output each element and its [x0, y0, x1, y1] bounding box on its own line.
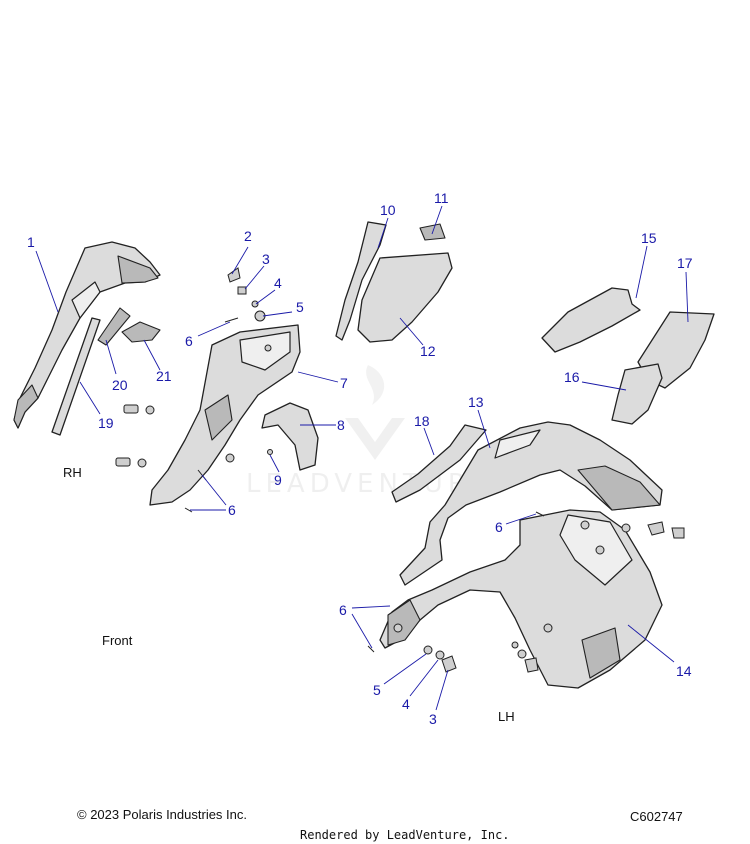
- part-19-rh-strip: [51, 317, 101, 436]
- part-18-strip: [391, 424, 487, 503]
- lh-label: LH: [498, 709, 515, 724]
- callout-6-lh-upper[interactable]: 6: [495, 519, 503, 535]
- part-14-lh-inner-panel: [379, 509, 663, 689]
- callout-20[interactable]: 20: [112, 377, 128, 393]
- lh-hardware: [367, 511, 685, 673]
- part-20-rh-pad: [97, 307, 131, 346]
- callout-5-lh[interactable]: 5: [373, 682, 381, 698]
- part-12-trim-panel: [357, 252, 453, 343]
- callout-2[interactable]: 2: [244, 228, 252, 244]
- callout-labels: 1 2 3 4 5 6 7 8 9 6 10 11 12 15 17 16 13…: [27, 190, 693, 727]
- callout-12[interactable]: 12: [420, 343, 436, 359]
- callout-6-rh-lower[interactable]: 6: [228, 502, 236, 518]
- callout-3-lh[interactable]: 3: [429, 711, 437, 727]
- callout-8[interactable]: 8: [337, 417, 345, 433]
- callout-9[interactable]: 9: [274, 472, 282, 488]
- rendered-by-text: Rendered by LeadVenture, Inc.: [300, 828, 510, 842]
- callout-16[interactable]: 16: [564, 369, 580, 385]
- callout-17[interactable]: 17: [677, 255, 693, 271]
- callout-13[interactable]: 13: [468, 394, 484, 410]
- part-21-rh-pad: [121, 321, 161, 343]
- callout-18[interactable]: 18: [414, 413, 430, 429]
- copyright-text: © 2023 Polaris Industries Inc.: [77, 807, 247, 822]
- callout-15[interactable]: 15: [641, 230, 657, 246]
- callout-3[interactable]: 3: [262, 251, 270, 267]
- part-16-pad: [611, 363, 663, 425]
- front-label: Front: [102, 633, 133, 648]
- part-9-clip: [267, 449, 273, 455]
- part-1-rh-fender: [13, 241, 161, 429]
- callout-10[interactable]: 10: [380, 202, 396, 218]
- callout-21[interactable]: 21: [156, 368, 172, 384]
- callout-11[interactable]: 11: [434, 190, 449, 206]
- part-13-lh-fender: [399, 421, 663, 586]
- leadventure-watermark: LEADVENTURE: [246, 365, 492, 499]
- rh-label: RH: [63, 465, 82, 480]
- rh-hardware: [115, 267, 266, 513]
- callout-14[interactable]: 14: [676, 663, 692, 679]
- svg-text:LEADVENTURE: LEADVENTURE: [246, 469, 492, 499]
- callout-4-lh[interactable]: 4: [402, 696, 410, 712]
- part-8-deflector: [261, 402, 319, 471]
- part-10-trim-strip: [335, 221, 387, 341]
- callout-19[interactable]: 19: [98, 415, 114, 431]
- figure-code: C602747: [630, 809, 683, 824]
- part-15-pad: [541, 287, 641, 353]
- callout-5[interactable]: 5: [296, 299, 304, 315]
- callout-7[interactable]: 7: [340, 375, 348, 391]
- leader-lines: [35, 205, 689, 711]
- callout-1[interactable]: 1: [27, 234, 35, 250]
- callout-6[interactable]: 6: [185, 333, 193, 349]
- callout-4[interactable]: 4: [274, 275, 282, 291]
- part-7-rh-inner-panel: [149, 324, 301, 506]
- callout-6-lh-lower[interactable]: 6: [339, 602, 347, 618]
